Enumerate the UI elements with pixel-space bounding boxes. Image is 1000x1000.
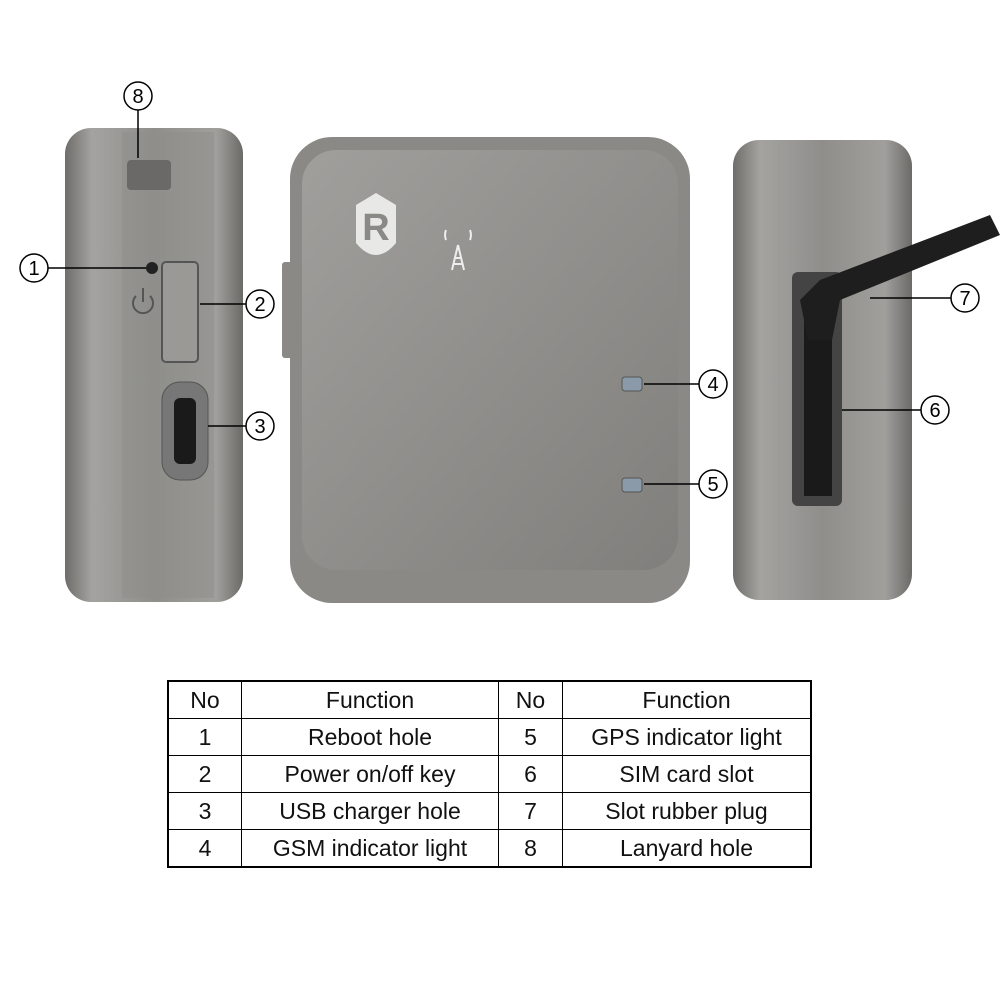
svg-text:2: 2 — [254, 294, 265, 316]
device-left-side-view — [65, 128, 243, 602]
callout-4: 4 — [698, 369, 728, 399]
svg-text:6: 6 — [929, 400, 940, 422]
cell-function: GSM indicator light — [241, 829, 499, 868]
cell-no: 6 — [498, 755, 563, 793]
svg-text:3: 3 — [254, 416, 265, 438]
callout-2: 2 — [245, 289, 275, 319]
gsm-indicator-light — [621, 376, 643, 392]
cell-no: 1 — [167, 718, 242, 756]
antenna-tower-icon — [444, 229, 472, 271]
leader-lines — [47, 110, 951, 485]
device-front-view: R — [282, 137, 690, 603]
svg-text:4: 4 — [707, 374, 718, 396]
r-logo: R — [356, 193, 396, 255]
table-row: 4 GSM indicator light 8 Lanyard hole — [167, 829, 812, 868]
gps-indicator-light — [621, 477, 643, 493]
cell-function: USB charger hole — [241, 792, 499, 830]
cell-function: Slot rubber plug — [562, 792, 812, 830]
header-function: Function — [241, 680, 499, 719]
svg-text:1: 1 — [28, 258, 39, 280]
cell-function: Lanyard hole — [562, 829, 812, 868]
cell-function: GPS indicator light — [562, 718, 812, 756]
function-table: No Function No Function 1 Reboot hole 5 … — [167, 680, 812, 868]
cell-function: SIM card slot — [562, 755, 812, 793]
svg-text:7: 7 — [959, 288, 970, 310]
cell-function: Reboot hole — [241, 718, 499, 756]
cell-no: 8 — [498, 829, 563, 868]
svg-text:8: 8 — [132, 86, 143, 108]
power-key — [161, 261, 199, 363]
device-diagram: R 8 1 2 3 4 5 6 7 — [19, 81, 1000, 603]
cell-no: 4 — [167, 829, 242, 868]
cell-no: 7 — [498, 792, 563, 830]
header-no: No — [498, 680, 563, 719]
callout-3: 3 — [245, 411, 275, 441]
header-no: No — [167, 680, 242, 719]
callout-6: 6 — [920, 395, 950, 425]
cell-no: 2 — [167, 755, 242, 793]
cell-no: 5 — [498, 718, 563, 756]
lanyard-hole — [127, 160, 171, 190]
callout-7: 7 — [950, 283, 980, 313]
slot-rubber-plug — [800, 215, 1000, 340]
table-row: 3 USB charger hole 7 Slot rubber plug — [167, 792, 812, 830]
logo-letter: R — [362, 207, 389, 249]
table-header-row: No Function No Function — [167, 680, 812, 719]
reboot-hole — [146, 262, 158, 274]
power-icon — [132, 288, 154, 315]
table-row: 2 Power on/off key 6 SIM card slot — [167, 755, 812, 793]
callout-5: 5 — [698, 469, 728, 499]
callout-8: 8 — [123, 81, 153, 111]
device-right-side-view — [733, 140, 1000, 600]
cell-no: 3 — [167, 792, 242, 830]
cell-function: Power on/off key — [241, 755, 499, 793]
svg-text:5: 5 — [707, 474, 718, 496]
callout-1: 1 — [19, 253, 49, 283]
header-function: Function — [562, 680, 812, 719]
table-row: 1 Reboot hole 5 GPS indicator light — [167, 718, 812, 756]
